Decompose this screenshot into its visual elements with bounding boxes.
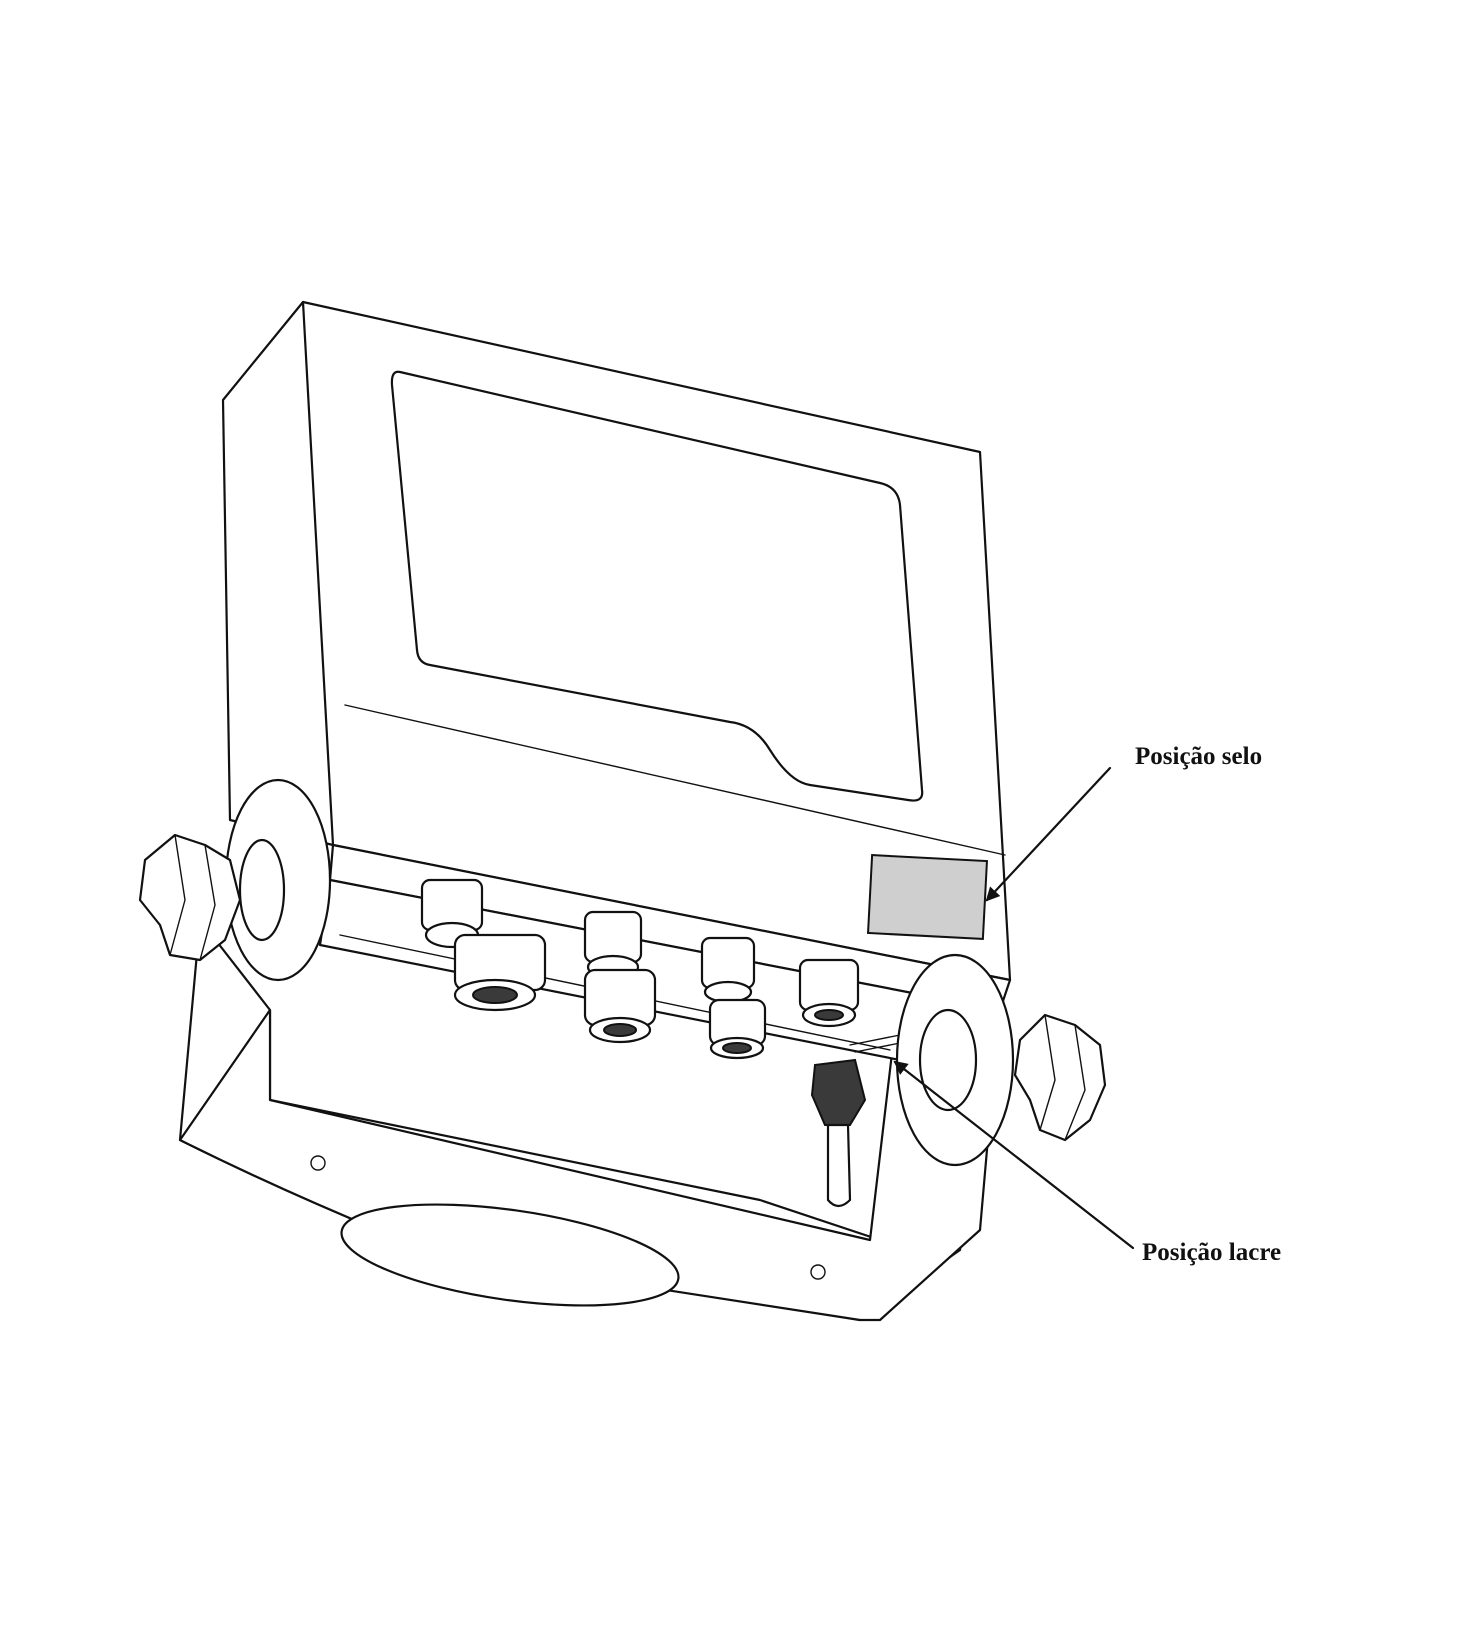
seal-position-arrow xyxy=(985,766,1112,902)
left-knob xyxy=(138,778,332,982)
cable-gland-panel xyxy=(318,843,1012,1062)
cable-gland-3 xyxy=(700,936,767,1060)
lead-position-arrow xyxy=(893,1060,1135,1250)
bracket-slot xyxy=(340,1203,680,1307)
mounting-bracket xyxy=(178,918,1002,1322)
cable-gland-4 xyxy=(798,958,860,1028)
seal-position-label: Posição selo xyxy=(1135,743,1262,770)
right-knob xyxy=(895,953,1107,1167)
lead-seal-position-label: Posição lacre xyxy=(1142,1239,1281,1266)
bracket-hole-left xyxy=(310,1155,326,1171)
cable-gland-1 xyxy=(420,878,547,1012)
seal-patch xyxy=(866,854,989,941)
cable-gland-2 xyxy=(583,910,657,1044)
indicator-housing xyxy=(221,300,1012,982)
display-window xyxy=(390,370,924,802)
lead-seal xyxy=(810,1034,906,1208)
bracket-hole-right xyxy=(810,1264,826,1280)
